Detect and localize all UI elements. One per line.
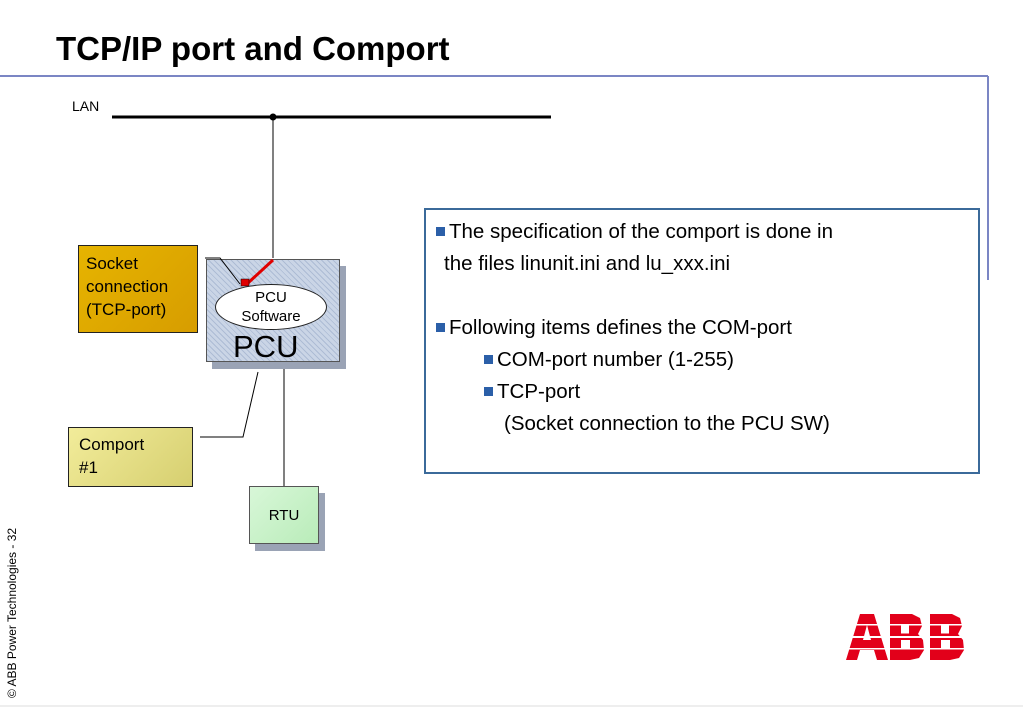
lan-label: LAN (72, 98, 100, 114)
comport-box: Comport #1 (68, 427, 193, 487)
bullet-icon (484, 387, 493, 396)
socket-line-3: (TCP-port) (86, 300, 167, 319)
info-item-1: The specification of the comport is done… (436, 216, 978, 248)
bullet-icon (436, 323, 445, 332)
info-text-2: the files linunit.ini and lu_xxx.ini (444, 252, 731, 275)
info-subitem-2: TCP-port (436, 376, 978, 408)
bullet-icon (436, 227, 445, 236)
comport-line-1: Comport (79, 435, 145, 454)
rtu-box: RTU (249, 486, 319, 544)
comport-leader (200, 371, 259, 438)
copyright-notice: © ABB Power Technologies - 32 (5, 527, 19, 698)
abb-logo (846, 612, 974, 667)
pcu-software-line-2: Software (241, 308, 301, 325)
info-text-6: (Socket connection to the PCU SW) (504, 412, 830, 435)
socket-connection-box: Socket connection (TCP-port) (78, 245, 198, 333)
comport-line-2: #1 (79, 458, 98, 477)
info-text-5: TCP-port (497, 380, 581, 403)
socket-line-1: Socket (86, 254, 138, 273)
pcu-software-line-1: PCU (255, 289, 287, 306)
info-text-4: COM-port number (1-255) (497, 348, 734, 371)
pcu-software-ellipse: PCU Software (215, 284, 327, 330)
abb-logo-icon (846, 614, 974, 660)
socket-line-2: connection (86, 277, 169, 296)
info-text-3: Following items defines the COM-port (449, 316, 792, 339)
info-box: The specification of the comport is done… (424, 208, 980, 474)
slide-title: TCP/IP port and Comport (56, 30, 450, 67)
bullet-icon (484, 355, 493, 364)
info-item-2: Following items defines the COM-port (436, 312, 978, 344)
info-text-1: The specification of the comport is done… (449, 220, 834, 243)
info-subitem-1: COM-port number (1-255) (436, 344, 978, 376)
info-spacer (436, 280, 978, 312)
pcu-label: PCU (233, 329, 299, 364)
